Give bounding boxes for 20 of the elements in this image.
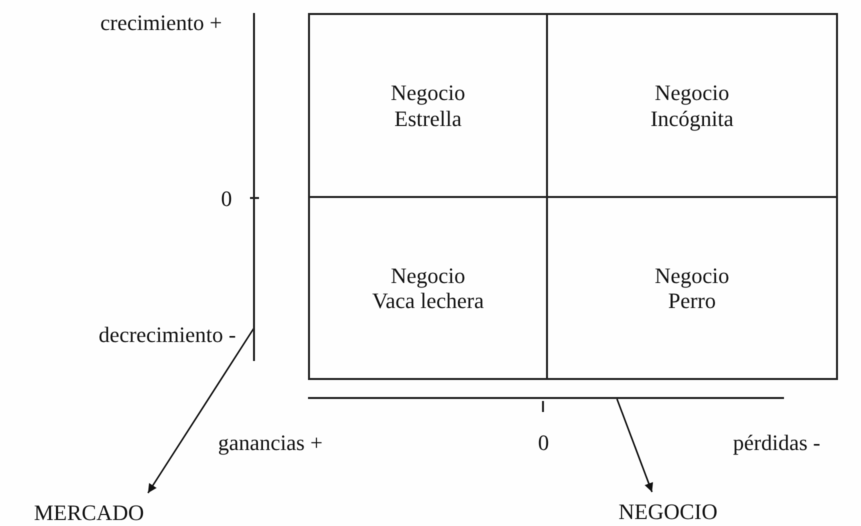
axis-title: MERCADO bbox=[10, 500, 168, 526]
axis-line bbox=[308, 397, 784, 399]
quadrant-box bbox=[546, 13, 838, 198]
quadrant-label: Negocio Perro bbox=[654, 262, 730, 314]
axis-label: 0 bbox=[221, 186, 232, 212]
axis-title: NEGOCIO bbox=[596, 498, 740, 526]
axis-label: pérdidas - bbox=[733, 430, 820, 456]
quadrant-label: Negocio Vaca lechera bbox=[372, 262, 484, 314]
arrow bbox=[616, 398, 654, 492]
quadrant-label: Negocio Incógnita bbox=[650, 80, 734, 131]
axis-label: crecimiento + bbox=[100, 10, 222, 36]
quadrant-box bbox=[308, 13, 548, 198]
arrow bbox=[147, 328, 255, 494]
axis-label: decrecimiento - bbox=[98, 322, 236, 348]
quadrant-box bbox=[308, 196, 548, 380]
axis-label: ganancias + bbox=[218, 430, 323, 456]
quadrant-label: Negocio Estrella bbox=[390, 80, 466, 131]
quadrant-box bbox=[546, 196, 838, 380]
axis-line bbox=[253, 13, 255, 361]
axis-label: 0 bbox=[538, 430, 549, 456]
